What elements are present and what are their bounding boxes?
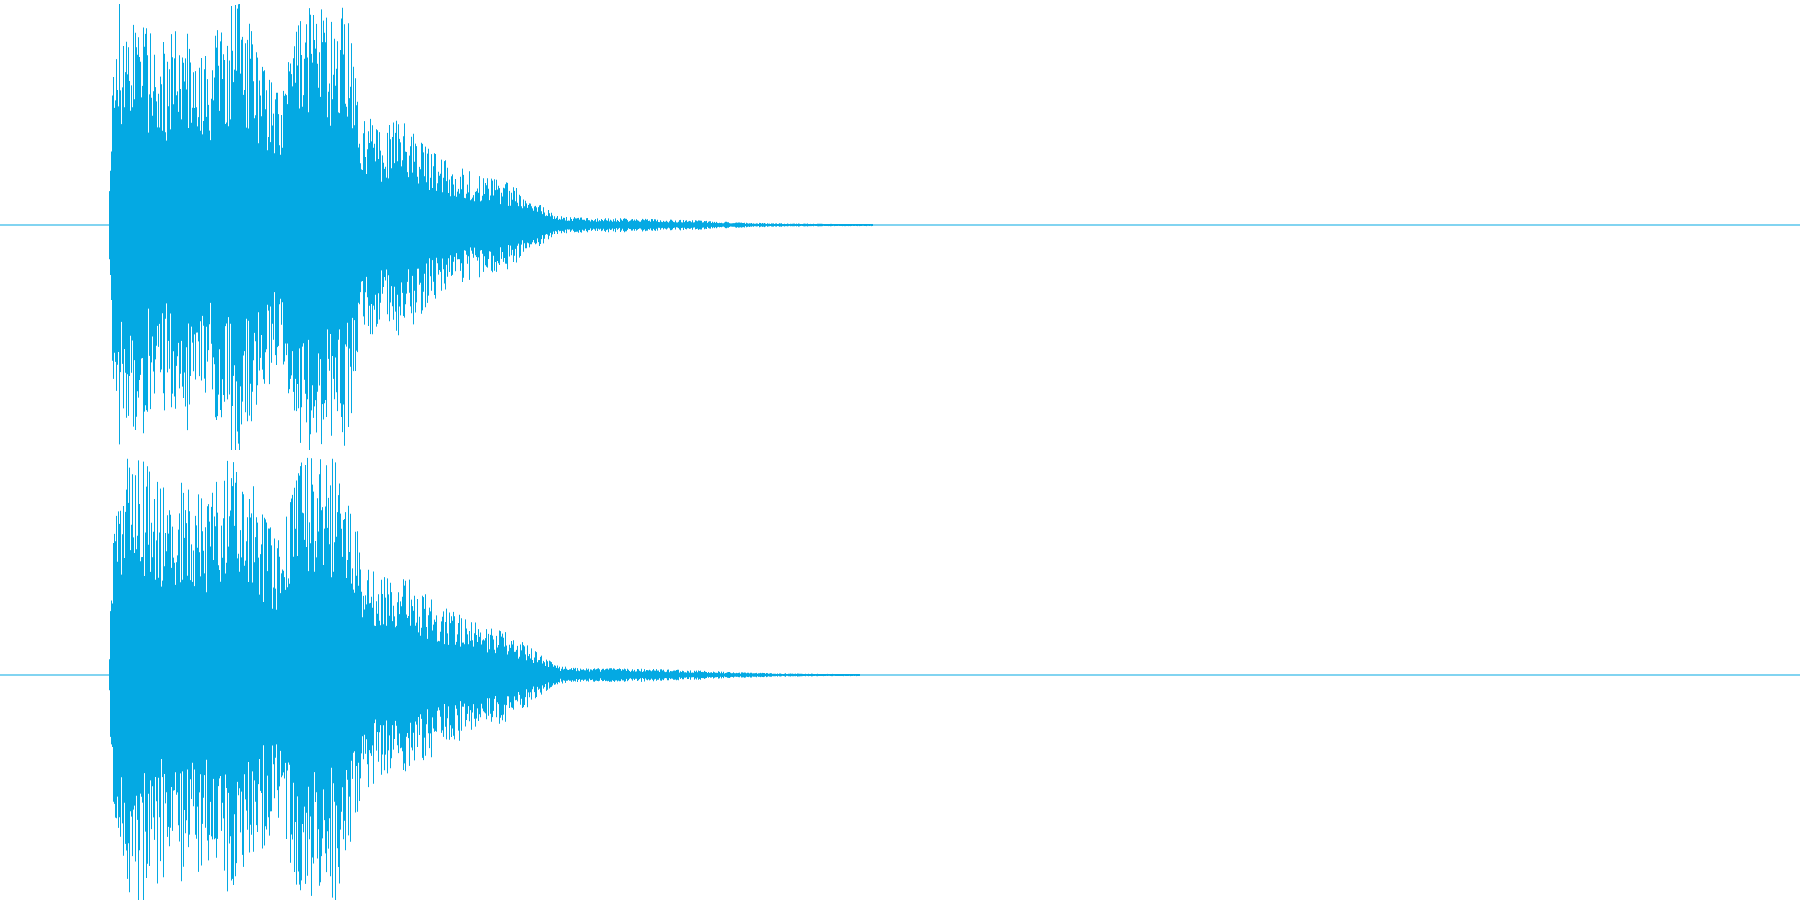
waveform-channel-right[interactable] [0, 450, 1800, 900]
waveform-channel-left[interactable] [0, 0, 1800, 450]
waveform-left-svg [0, 4, 1800, 450]
waveform-samples [109, 457, 860, 900]
waveform-right-svg [0, 457, 1800, 900]
waveform-samples [109, 4, 873, 450]
